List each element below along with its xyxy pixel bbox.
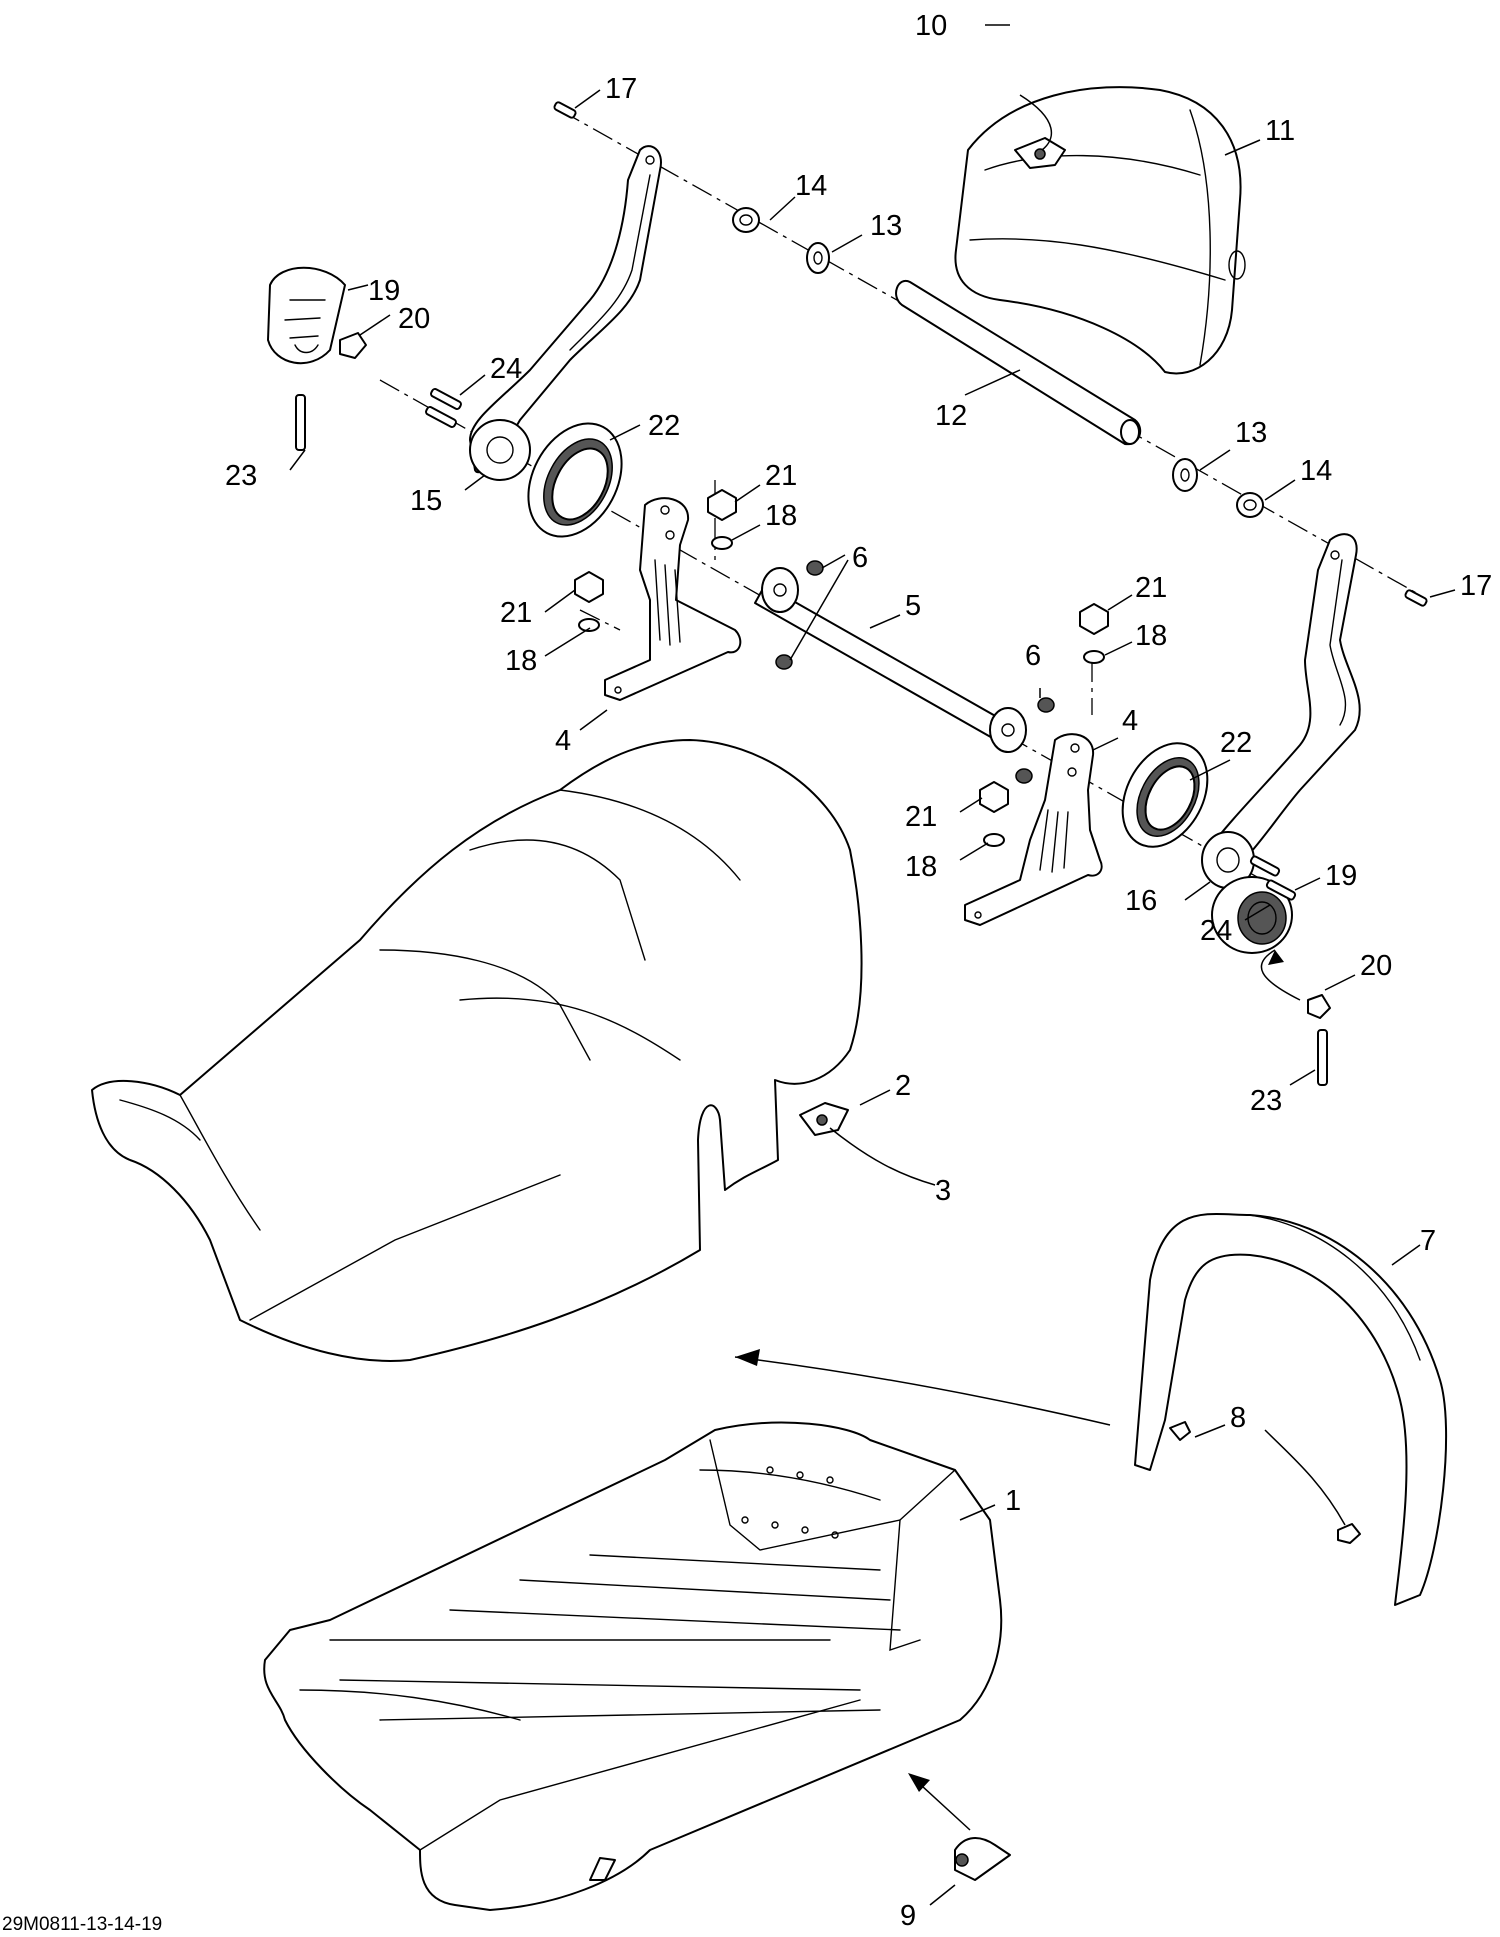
callout-2: 2 — [895, 1070, 911, 1102]
callout-19-right: 19 — [1325, 860, 1357, 892]
pin-17-left — [553, 101, 577, 119]
callout-24-right: 24 — [1200, 915, 1232, 947]
seat-trim-strip — [1134, 1212, 1448, 1606]
callout-labels: 10 11 17 14 13 19 20 24 12 22 13 23 15 2… — [2, 10, 1492, 1935]
bracket-4-right — [964, 733, 1103, 926]
right-backrest-arm — [1201, 533, 1361, 889]
nut-21-b — [574, 571, 604, 603]
callout-14-right: 14 — [1300, 455, 1332, 487]
callout-16: 16 — [1125, 885, 1157, 917]
clip-20-left — [339, 332, 367, 359]
seat-cover — [91, 739, 863, 1362]
washer-18-c — [1083, 650, 1105, 664]
callout-leaders — [289, 24, 1456, 1906]
drawing-code: 29M0811-13-14-19 — [2, 1914, 162, 1935]
nut-21-c — [1079, 603, 1109, 635]
callout-11: 11 — [1265, 115, 1295, 147]
callout-22-right: 22 — [1220, 727, 1252, 759]
bolt-24-left — [425, 388, 462, 428]
callout-10: 10 — [915, 10, 947, 42]
bracket-4-left — [604, 497, 742, 701]
clip-20-right — [1307, 994, 1331, 1019]
callout-12: 12 — [935, 400, 967, 432]
spacer-14-right — [1236, 492, 1264, 518]
pivot-shaft — [754, 567, 1027, 753]
callout-7: 7 — [1420, 1225, 1436, 1257]
callout-3: 3 — [935, 1175, 951, 1207]
callout-17-left: 17 — [605, 73, 637, 105]
washer-18-b — [578, 618, 600, 632]
callout-18-b: 18 — [505, 645, 537, 677]
callout-21-d: 21 — [905, 801, 937, 833]
washer-18-d — [983, 833, 1005, 847]
callout-21-a: 21 — [765, 460, 797, 492]
callout-23-left: 23 — [225, 460, 257, 492]
nut-6-b — [775, 654, 793, 670]
callout-1: 1 — [1005, 1485, 1021, 1517]
callout-4-right: 4 — [1122, 705, 1138, 737]
nut-21-a — [707, 489, 737, 521]
push-fastener-8-b — [1337, 1523, 1361, 1544]
spacer-14-left — [732, 207, 760, 233]
bearing-ring-22-left — [527, 422, 623, 538]
washer-13-right — [1172, 458, 1198, 492]
callout-13-right: 13 — [1235, 417, 1267, 449]
nut-6-a — [806, 560, 824, 576]
left-backrest-arm — [469, 145, 662, 481]
backrest-rod — [895, 279, 1142, 446]
pin-17-right — [1404, 589, 1428, 607]
callout-17-right: 17 — [1460, 570, 1492, 602]
callout-8: 8 — [1230, 1402, 1246, 1434]
callout-22-left: 22 — [648, 410, 680, 442]
callout-5: 5 — [905, 590, 921, 622]
callout-18-d: 18 — [905, 851, 937, 883]
bearing-ring-22-right — [1121, 742, 1209, 848]
callout-6-right: 6 — [1025, 640, 1041, 672]
retaining-clip-9 — [954, 1837, 1011, 1881]
callout-23-right: 23 — [1250, 1085, 1282, 1117]
callout-18-a: 18 — [765, 500, 797, 532]
nut-21-d — [979, 781, 1009, 813]
washer-18-a — [711, 536, 733, 550]
callout-20-right: 20 — [1360, 950, 1392, 982]
nut-6-c — [1037, 697, 1055, 713]
nut-6-d — [1015, 768, 1033, 784]
screw-23-right — [1317, 1029, 1328, 1086]
callout-21-c: 21 — [1135, 572, 1167, 604]
seat-base — [263, 1421, 1003, 1911]
callout-9: 9 — [900, 1900, 916, 1932]
callout-13-left: 13 — [870, 210, 902, 242]
callout-21-b: 21 — [500, 597, 532, 629]
callout-20-left: 20 — [398, 303, 430, 335]
callout-24-left: 24 — [490, 353, 522, 385]
push-fastener-8-a — [1169, 1421, 1191, 1441]
assembly-arrows — [734, 94, 1301, 1831]
callout-6-top: 6 — [852, 542, 868, 574]
callout-15: 15 — [410, 485, 442, 517]
callout-14-left: 14 — [795, 170, 827, 202]
callout-4-left: 4 — [555, 725, 571, 757]
callout-18-c: 18 — [1135, 620, 1167, 652]
backrest-cushion — [954, 86, 1246, 375]
bolt-24-right — [1249, 855, 1297, 901]
end-cap-19-left — [267, 266, 346, 365]
callout-19-left: 19 — [368, 275, 400, 307]
washer-13-left — [806, 242, 830, 274]
screw-23-left — [295, 394, 306, 451]
